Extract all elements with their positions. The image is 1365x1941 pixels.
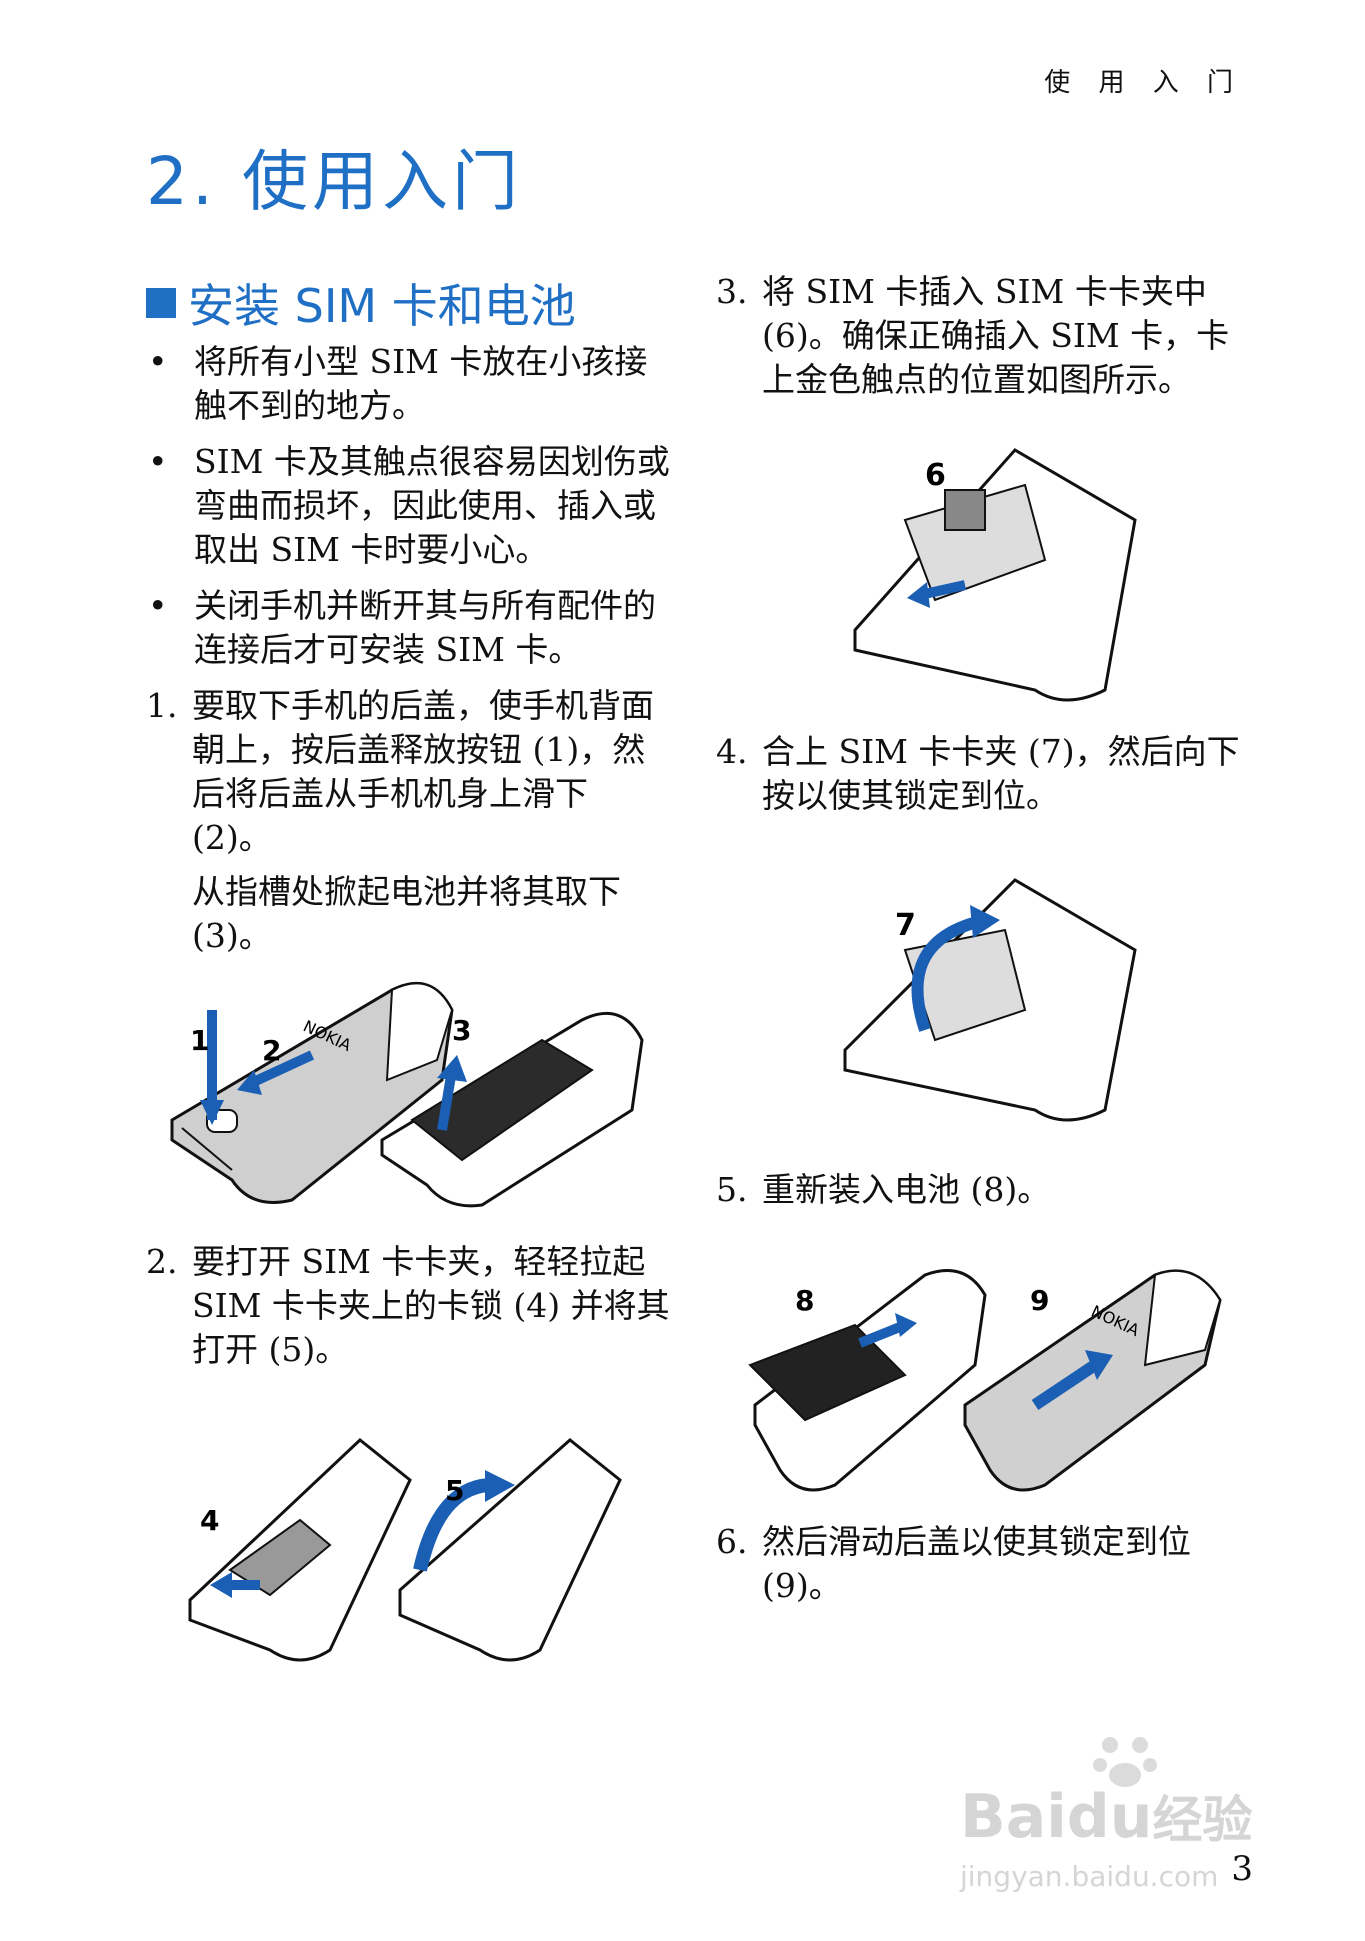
figure-replace-battery: 8 9 NOKIA [748, 1269, 1222, 1492]
figure-close-sim-holder: 7 [843, 878, 1137, 1122]
step-item: 2. 要打开 SIM 卡卡夹，轻轻拉起 SIM 卡卡夹上的卡锁 (4) 并将其打… [146, 1240, 676, 1372]
step-number: 1. [146, 686, 178, 725]
step-number: 5. [716, 1170, 748, 1209]
section-title-text: 安装 SIM 卡和电池 [188, 279, 576, 333]
watermark: Baidu经验 jingyan.baidu.com [960, 1730, 1260, 1900]
step-item: 5. 重新装入电池 (8)。 [716, 1168, 1246, 1212]
fig2-label-4: 4 [200, 1504, 219, 1537]
step-text: 将 SIM 卡插入 SIM 卡卡夹中 (6)。确保正确插入 SIM 卡，卡上金色… [762, 272, 1230, 399]
paw-icon [1093, 1737, 1157, 1787]
bullet-item: • 关闭手机并断开其与所有配件的连接后才可安装 SIM 卡。 [146, 584, 676, 672]
step-extra-text: 从指槽处掀起电池并将其取下 (3)。 [192, 872, 621, 955]
step-text: 合上 SIM 卡卡夹 (7)，然后向下按以使其锁定到位。 [762, 732, 1240, 815]
page-number: 3 [1231, 1849, 1253, 1889]
bullet-dot-icon: • [148, 342, 168, 381]
bullet-text: 关闭手机并断开其与所有配件的连接后才可安装 SIM 卡。 [194, 586, 656, 669]
step-text: 要取下手机的后盖，使手机背面朝上，按后盖释放按钮 (1)，然后将后盖从手机机身上… [192, 686, 654, 857]
step-item: 6. 然后滑动后盖以使其锁定到位 (9)。 [716, 1520, 1246, 1608]
fig5-label-9: 9 [1030, 1284, 1049, 1317]
fig2-label-5: 5 [445, 1474, 464, 1507]
bullet-dot-icon: • [148, 586, 168, 625]
running-header: 使 用 入 门 [1044, 68, 1243, 98]
step-item: 1. 要取下手机的后盖，使手机背面朝上，按后盖释放按钮 (1)，然后将后盖从手机… [146, 684, 676, 860]
step-number: 4. [716, 732, 748, 771]
bullet-text: 将所有小型 SIM 卡放在小孩接触不到的地方。 [194, 342, 648, 425]
step-text: 要打开 SIM 卡卡夹，轻轻拉起 SIM 卡卡夹上的卡锁 (4) 并将其打开 (… [192, 1242, 670, 1369]
section-square-icon [146, 288, 176, 318]
step-item: 4. 合上 SIM 卡卡夹 (7)，然后向下按以使其锁定到位。 [716, 730, 1246, 818]
figure-insert-sim: 6 [853, 448, 1137, 702]
step-text: 重新装入电池 (8)。 [762, 1170, 1051, 1209]
watermark-brand: Bai [960, 1782, 1067, 1852]
chapter-title: 2. 使用入门 [146, 143, 522, 220]
step-text: 然后滑动后盖以使其锁定到位 (9)。 [762, 1522, 1191, 1605]
figure-open-sim-holder: 4 5 [188, 1438, 622, 1662]
bullet-item: • SIM 卡及其触点很容易因划伤或弯曲而损坏，因此使用、插入或取出 SIM 卡… [146, 440, 676, 572]
step-number: 3. [716, 272, 748, 311]
step-item: 3. 将 SIM 卡插入 SIM 卡卡夹中 (6)。确保正确插入 SIM 卡，卡… [716, 270, 1246, 402]
fig1-label-1: 1 [190, 1024, 209, 1057]
step-number: 2. [146, 1242, 178, 1281]
watermark-brand2: du [1066, 1782, 1153, 1852]
watermark-suffix: 经验 [1152, 1791, 1253, 1849]
fig3-label-6: 6 [925, 458, 946, 493]
step-number: 6. [716, 1522, 748, 1561]
fig1-label-3: 3 [452, 1014, 471, 1047]
bullet-item: • 将所有小型 SIM 卡放在小孩接触不到的地方。 [146, 340, 676, 428]
bullet-text: SIM 卡及其触点很容易因划伤或弯曲而损坏，因此使用、插入或取出 SIM 卡时要… [194, 442, 670, 569]
fig1-label-2: 2 [262, 1034, 281, 1067]
watermark-url: jingyan.baidu.com [960, 1860, 1219, 1893]
bullet-dot-icon: • [148, 442, 168, 481]
fig4-label-7: 7 [895, 908, 916, 943]
fig5-label-8: 8 [795, 1284, 814, 1317]
section-title: 安装 SIM 卡和电池 [146, 270, 576, 336]
figure-remove-cover: 1 2 NOKIA 3 [170, 981, 644, 1208]
